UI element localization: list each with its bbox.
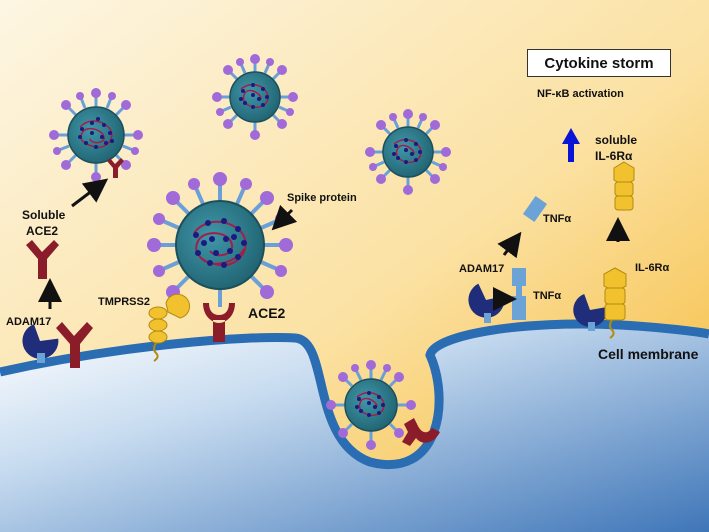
arrow-tnfa-release [497, 231, 522, 259]
cell-membrane-label: Cell membrane [598, 346, 699, 362]
cytokine-storm-title: Cytokine storm [527, 49, 671, 77]
soluble-il6ra-label-1: soluble [595, 133, 638, 147]
tnfa-membrane [512, 268, 526, 320]
il6ra-membrane [603, 267, 627, 321]
adam17-right-2 [573, 294, 608, 327]
ace2-bound [203, 303, 235, 342]
virus-right [365, 109, 451, 195]
tnfa-soluble-label: TNFα [543, 213, 572, 225]
adam17-left-label: ADAM17 [6, 316, 52, 328]
soluble-ace2 [26, 240, 59, 279]
soluble-ace2-small [107, 158, 124, 178]
ace2-label: ACE2 [248, 305, 286, 321]
spike-protein-label: Spike protein [287, 192, 357, 204]
soluble-ace2-label-2: ACE2 [26, 224, 59, 238]
virus-top-left [49, 88, 143, 182]
il6ra-label: IL-6Rα [635, 262, 670, 274]
nfkb-label: NF-κB activation [537, 88, 624, 100]
cytoplasm [0, 324, 709, 532]
tmprss2-label: TMPRSS2 [98, 296, 150, 308]
virus-top-center [212, 54, 298, 140]
tnfa-membrane-label: TNFα [533, 290, 562, 302]
arrow-up-blue [562, 128, 580, 162]
soluble-il6ra-label-2: IL-6Rα [595, 149, 633, 163]
tmprss2-protease [148, 293, 191, 362]
virus-large-binding [147, 172, 293, 307]
virus-endosome [326, 360, 416, 450]
adam17-left [22, 324, 59, 359]
soluble-ace2-label-1: Soluble [22, 208, 66, 222]
cell-membrane [0, 319, 709, 469]
tnfa-soluble [522, 195, 548, 223]
arrow-to-top-virus [71, 178, 109, 208]
adam17-right-label: ADAM17 [459, 263, 505, 275]
il6ra-soluble [613, 161, 635, 211]
ace2-membrane-left [56, 322, 93, 368]
ace2-endosome [402, 418, 440, 446]
arrow-spike-pointer [271, 204, 298, 231]
